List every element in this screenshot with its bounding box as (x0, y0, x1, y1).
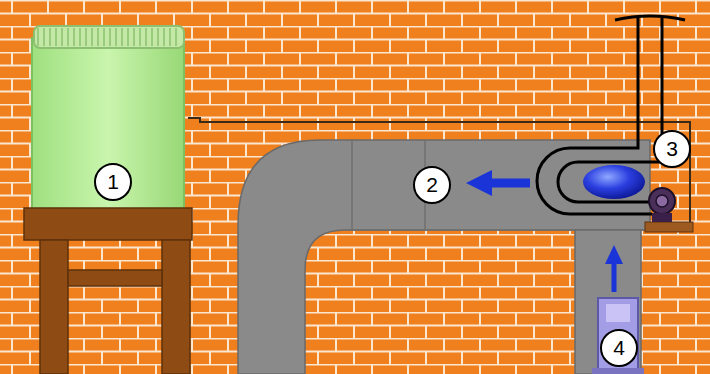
table-top (24, 208, 192, 240)
heater-element (583, 165, 645, 199)
callout-number: 3 (653, 130, 691, 168)
tube-cap (615, 16, 685, 20)
riser-duct (575, 230, 641, 374)
lid-ridges (38, 28, 176, 46)
callout-number: 1 (94, 163, 132, 201)
pump-base (652, 213, 672, 222)
duct-seam (345, 140, 650, 230)
pump (649, 188, 675, 214)
fan-grille (606, 304, 630, 322)
table-rail (68, 270, 162, 286)
tank (32, 38, 184, 212)
table-leg (40, 240, 68, 374)
arrowhead (605, 245, 623, 264)
pump-hub (656, 195, 668, 207)
flow-arrow (612, 262, 617, 292)
tube (558, 18, 662, 202)
tube (537, 18, 652, 214)
fan (598, 298, 638, 370)
fan-base (592, 368, 644, 374)
flow-arrow (488, 179, 530, 188)
duct (238, 140, 650, 374)
arrowhead (466, 170, 492, 196)
callout-number: 2 (413, 166, 451, 204)
pump-shelf (645, 222, 693, 232)
tank-lid (34, 26, 184, 48)
callout-number: 4 (600, 329, 638, 367)
table-leg (162, 240, 190, 374)
